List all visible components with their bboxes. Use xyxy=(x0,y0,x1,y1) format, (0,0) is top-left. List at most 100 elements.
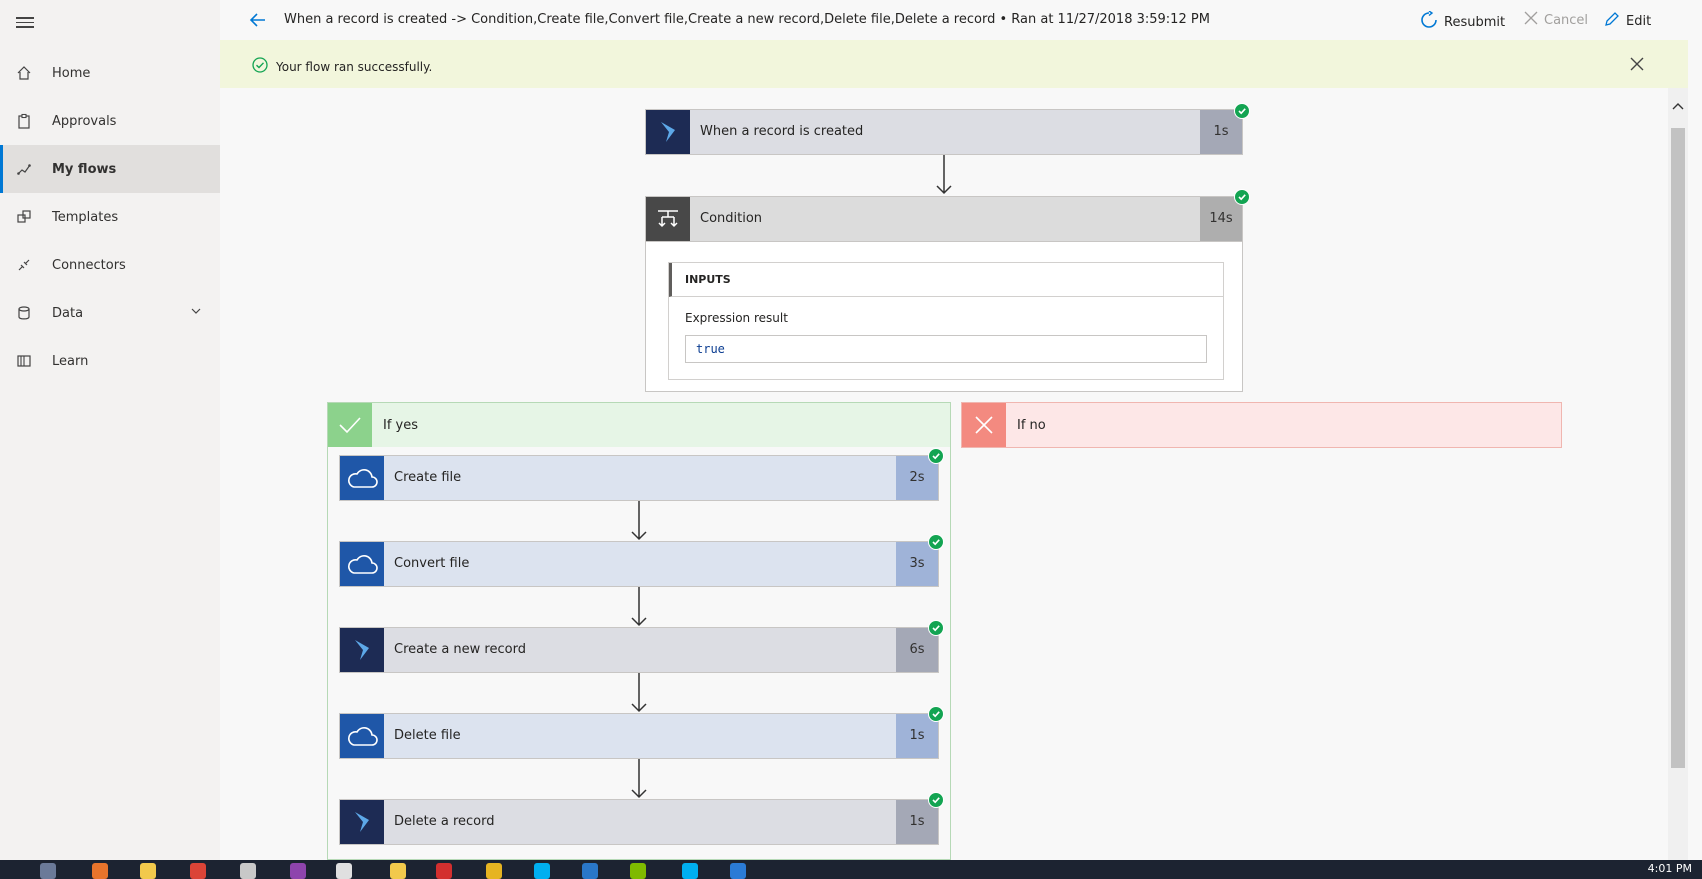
sidebar-item-label: Home xyxy=(52,65,91,81)
success-check-icon xyxy=(928,620,944,636)
sidebar-item-approvals[interactable]: Approvals xyxy=(0,97,220,145)
action-duration: 3s xyxy=(896,542,938,586)
left-nav-sidebar: Home Approvals My flows Templates Connec… xyxy=(0,0,220,860)
templates-icon xyxy=(14,207,34,227)
outlook-icon[interactable] xyxy=(582,863,598,879)
condition-duration: 14s xyxy=(1200,197,1242,241)
vscode-icon[interactable] xyxy=(730,863,746,879)
action-card-delete-record[interactable]: Delete a record 1s xyxy=(339,799,939,845)
inputs-section: INPUTS Expression result true xyxy=(668,262,1224,380)
success-check-icon xyxy=(928,706,944,722)
mail-icon[interactable] xyxy=(336,863,352,879)
check-circle-icon xyxy=(252,57,268,76)
inputs-heading: INPUTS xyxy=(669,263,1223,297)
onedrive-cloud-icon xyxy=(340,456,384,500)
back-arrow-icon[interactable] xyxy=(248,10,268,30)
arrow-down-icon xyxy=(631,587,647,627)
success-check-icon xyxy=(1234,103,1250,119)
action-card-create-file[interactable]: Create file 2s xyxy=(339,455,939,501)
condition-icon xyxy=(646,197,690,241)
success-check-icon xyxy=(928,448,944,464)
if-yes-header[interactable]: If yes xyxy=(328,403,950,447)
action-title: Delete a record xyxy=(394,814,495,829)
arrow-down-icon xyxy=(631,759,647,799)
cancel-button[interactable]: Cancel xyxy=(1524,11,1588,29)
trigger-card[interactable]: When a record is created 1s xyxy=(645,109,1243,155)
arrow-down-icon xyxy=(936,155,952,195)
action-card-delete-file[interactable]: Delete file 1s xyxy=(339,713,939,759)
pdf-reader-icon[interactable] xyxy=(436,863,452,879)
resubmit-label: Resubmit xyxy=(1444,14,1506,30)
dynamics-icon xyxy=(340,628,384,672)
home-icon xyxy=(14,63,34,83)
condition-card[interactable]: Condition 14s xyxy=(645,196,1243,242)
data-icon xyxy=(14,303,34,323)
action-card-convert-file[interactable]: Convert file 3s xyxy=(339,541,939,587)
resubmit-button[interactable]: Resubmit xyxy=(1420,10,1506,33)
close-icon xyxy=(962,403,1006,447)
sidebar-item-data[interactable]: Data xyxy=(0,289,220,337)
expression-result-value[interactable]: true xyxy=(685,335,1207,363)
flows-icon xyxy=(14,159,34,179)
learn-icon xyxy=(14,351,34,371)
if-no-header[interactable]: If no xyxy=(962,403,1561,447)
action-duration: 6s xyxy=(896,628,938,672)
firefox-icon[interactable] xyxy=(92,863,108,879)
action-duration: 1s xyxy=(896,714,938,758)
scrollbar-thumb[interactable] xyxy=(1671,128,1685,768)
pencil-icon xyxy=(1604,11,1620,31)
os-taskbar: 4:01 PM xyxy=(0,860,1702,879)
action-card-create-record[interactable]: Create a new record 6s xyxy=(339,627,939,673)
skype-business-icon[interactable] xyxy=(682,863,698,879)
condition-title: Condition xyxy=(700,211,763,226)
visual-studio-icon[interactable] xyxy=(290,863,306,879)
notepad-icon[interactable] xyxy=(630,863,646,879)
chrome-icon[interactable] xyxy=(190,863,206,879)
if-yes-branch: If yes xyxy=(327,402,951,860)
action-title: Create a new record xyxy=(394,642,526,657)
connectors-icon xyxy=(14,255,34,275)
trigger-title: When a record is created xyxy=(700,124,864,139)
banner-message-row: Your flow ran successfully. xyxy=(252,57,432,76)
expression-result-label: Expression result xyxy=(685,311,788,325)
cancel-label: Cancel xyxy=(1544,12,1589,28)
condition-details-panel: INPUTS Expression result true xyxy=(645,242,1243,392)
success-check-icon xyxy=(928,792,944,808)
run-header-bar: When a record is created -> Condition,Cr… xyxy=(220,0,1688,40)
file-explorer-icon[interactable] xyxy=(140,863,156,879)
onedrive-cloud-icon xyxy=(340,542,384,586)
success-check-icon xyxy=(1234,189,1250,205)
sidebar-item-my-flows[interactable]: My flows xyxy=(0,145,220,193)
skype-icon[interactable] xyxy=(534,863,550,879)
checkmark-icon xyxy=(328,403,372,447)
sidebar-item-label: Connectors xyxy=(52,257,126,273)
approvals-icon xyxy=(14,111,34,131)
app-icon[interactable] xyxy=(390,863,406,879)
if-no-branch: If no xyxy=(961,402,1562,448)
action-duration: 2s xyxy=(896,456,938,500)
database-icon[interactable] xyxy=(486,863,502,879)
banner-message: Your flow ran successfully. xyxy=(276,59,433,74)
banner-close-icon[interactable] xyxy=(1628,55,1646,73)
sidebar-item-home[interactable]: Home xyxy=(0,49,220,97)
action-title: Convert file xyxy=(394,556,470,571)
chevron-up-icon[interactable] xyxy=(1672,96,1684,115)
edit-button[interactable]: Edit xyxy=(1604,11,1651,31)
cortana-icon[interactable] xyxy=(40,863,56,879)
chevron-down-icon[interactable] xyxy=(190,305,202,321)
sidebar-item-connectors[interactable]: Connectors xyxy=(0,241,220,289)
arrow-down-icon xyxy=(631,673,647,713)
success-check-icon xyxy=(928,534,944,550)
trigger-duration: 1s xyxy=(1200,110,1242,154)
action-duration: 1s xyxy=(896,800,938,844)
if-yes-label: If yes xyxy=(383,417,419,433)
sidebar-item-templates[interactable]: Templates xyxy=(0,193,220,241)
run-title: When a record is created -> Condition,Cr… xyxy=(284,12,1210,27)
action-title: Delete file xyxy=(394,728,461,743)
vertical-scrollbar[interactable] xyxy=(1668,88,1688,860)
store-icon[interactable] xyxy=(240,863,256,879)
hamburger-menu-icon[interactable] xyxy=(16,14,34,32)
sidebar-item-learn[interactable]: Learn xyxy=(0,337,220,385)
sidebar-item-label: Learn xyxy=(52,353,89,369)
sidebar-item-label: My flows xyxy=(52,161,117,177)
